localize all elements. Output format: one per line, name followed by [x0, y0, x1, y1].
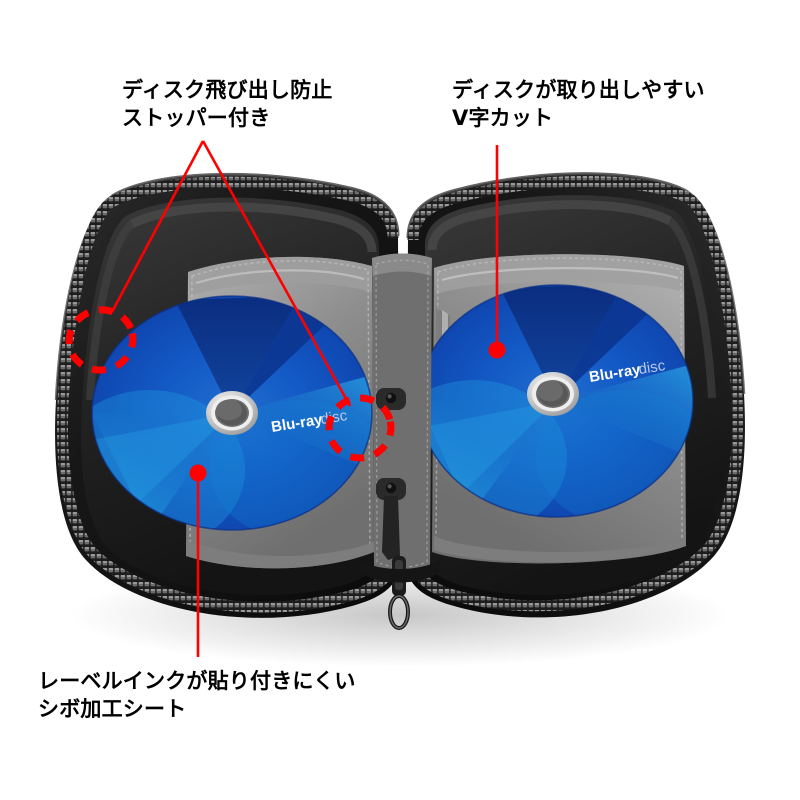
left-panel: Blu-ray disc — [54, 172, 400, 618]
spine-rivet-bottom — [376, 478, 406, 560]
spine-rivet-top — [376, 388, 406, 410]
callout-text-vcut: ディスクが取り出しやすい V字カット — [452, 78, 705, 130]
right-panel: Blu-ray disc — [406, 172, 746, 618]
callout-text-stopper: ディスク飛び出し防止 ストッパー付き — [122, 78, 333, 130]
right-disc-label-light: disc — [637, 357, 666, 378]
callout-text-sheet: レーベルインクが貼り付きにくい シボ加工シート — [38, 669, 356, 721]
